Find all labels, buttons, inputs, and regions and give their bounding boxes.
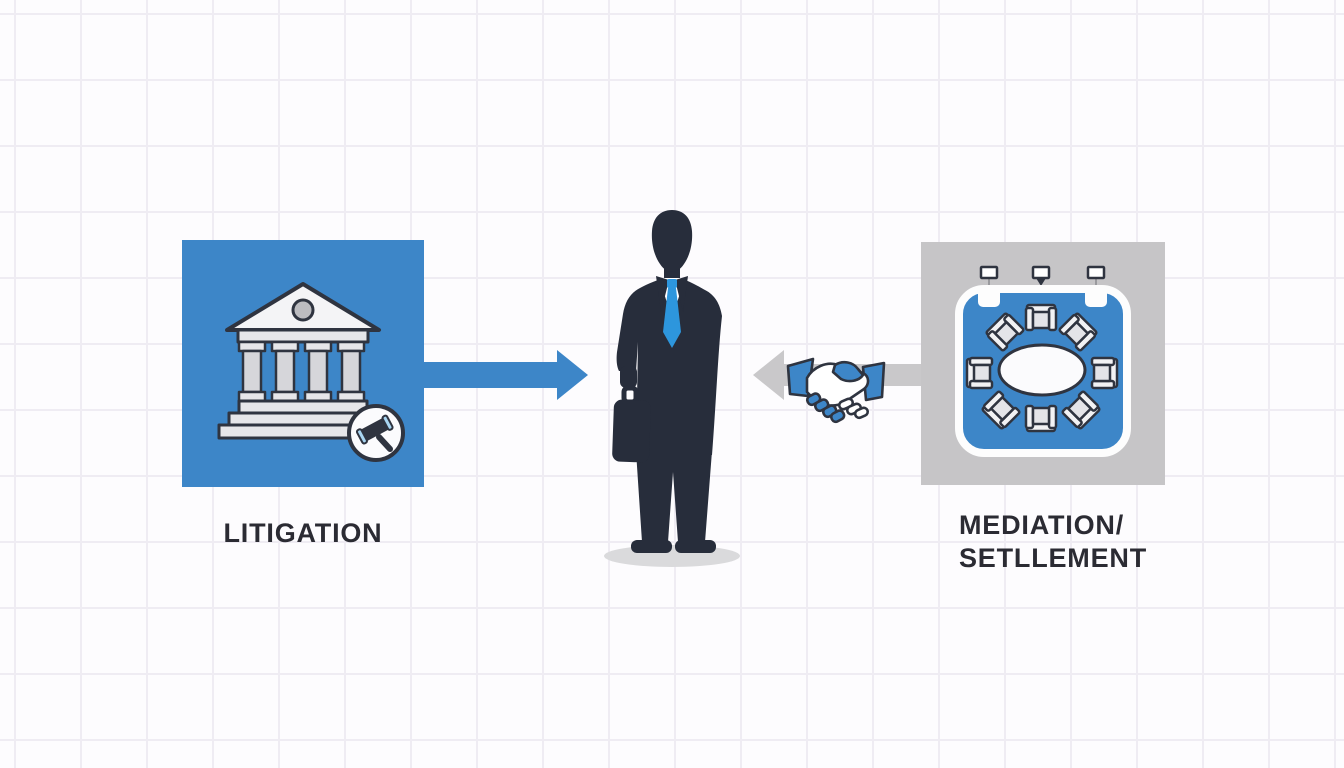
mediation-node: [921, 242, 1165, 485]
briefcase-icon: [612, 385, 651, 463]
columns: [237, 340, 366, 403]
chairs: [965, 303, 1119, 433]
gavel-icon: [347, 404, 405, 462]
conference-table-icon: [955, 265, 1131, 457]
mediation-label: MEDIATION/ SETLLEMENT: [959, 509, 1219, 575]
litigation-node: [182, 240, 424, 487]
courthouse-icon: [217, 282, 405, 462]
table: [997, 343, 1087, 397]
litigation-label: LITIGATION: [223, 518, 383, 548]
mediation-label-line2: SETLLEMENT: [959, 543, 1147, 573]
pediment-circle: [291, 298, 315, 322]
figure-shadow: [604, 545, 740, 567]
businessman-silhouette-icon: [604, 210, 740, 567]
tie: [663, 279, 681, 348]
right-arrow: [424, 350, 588, 400]
hanging-lights: [979, 265, 1106, 290]
mediation-label-line1: MEDIATION/: [959, 510, 1124, 540]
handshake-icon: [786, 357, 886, 424]
